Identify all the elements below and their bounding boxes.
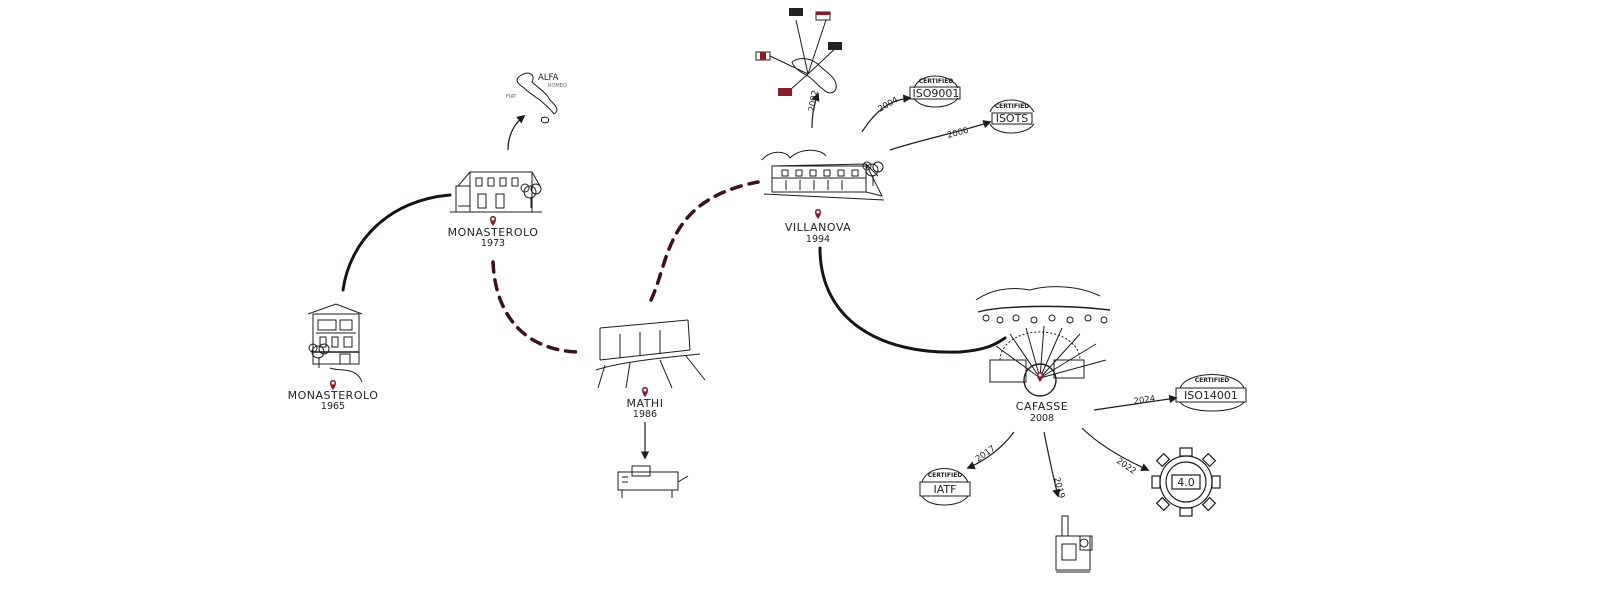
milestone-year-2004: 2004 <box>877 95 901 114</box>
cert-label-iso14001: CERTIFIED <box>1195 377 1230 384</box>
mathi-machine-sketch <box>617 465 689 498</box>
milestone-year-2017: 2017 <box>974 444 997 465</box>
certificate-seal-iso14001: CERTIFIED ISO14001 <box>1175 374 1247 412</box>
arrow-villanova-to-world <box>811 92 820 129</box>
route-1965-to-1973 <box>341 193 452 292</box>
gear-icon: 4.0 <box>1151 447 1221 517</box>
site-year-mathi: 1986 <box>633 409 657 420</box>
arrow-1973-to-italy <box>507 114 526 151</box>
site-name-mathi: MATHI <box>627 397 664 410</box>
milestone-year-2024: 2024 <box>1133 394 1156 407</box>
site-year-cafasse: 2008 <box>1030 413 1054 424</box>
route-1973-to-mathi <box>491 260 580 354</box>
location-pin-icon <box>490 216 496 226</box>
milestone-year-2022: 2022 <box>1114 456 1137 477</box>
route-villanova-to-cafasse <box>818 246 1007 354</box>
arrow-to-iso14001 <box>1093 394 1178 411</box>
italy-alfa-text: ALFA <box>538 73 559 83</box>
italy-map-sketch: ALFA ROMEO FIAT <box>506 72 567 124</box>
location-pin-icon <box>815 209 821 219</box>
site-year-villanova: 1994 <box>806 234 830 245</box>
italy-romeo-text: ROMEO <box>548 83 567 89</box>
cert-standard-iso9001: ISO9001 <box>913 87 960 100</box>
arrow-to-iatf <box>966 431 1015 470</box>
milestone-year-2002: 2002 <box>807 89 821 112</box>
certificate-seal-iatf: CERTIFIED IATF <box>919 468 971 506</box>
cert-label-isots: CERTIFIED <box>995 103 1030 110</box>
cert-standard-iso14001: ISO14001 <box>1184 389 1238 402</box>
site-name-cafasse: CAFASSE <box>1016 400 1068 413</box>
arrow-to-isots <box>889 120 992 151</box>
site-name-monasterolo-1965: MONASTEROLO <box>288 389 379 402</box>
arrow-to-industry40 <box>1081 427 1150 472</box>
monasterolo-1965-building <box>307 303 363 383</box>
cert-label-iso9001: CERTIFIED <box>919 78 954 85</box>
site-name-villanova: VILLANOVA <box>785 221 851 234</box>
location-pin-icon <box>1037 372 1043 382</box>
cert-standard-isots: ISOTS <box>996 112 1029 125</box>
certificate-seal-isots: CERTIFIED ISOTS <box>989 99 1035 134</box>
flag-icon <box>755 8 842 96</box>
industry40-label: 4.0 <box>1177 476 1195 489</box>
mathi-building <box>595 319 706 389</box>
villanova-building <box>761 149 885 201</box>
cert-label-iatf: CERTIFIED <box>928 472 963 479</box>
milestone-year-2019: 2019 <box>1051 476 1066 499</box>
arrow-to-2019-machine <box>1043 431 1061 498</box>
cafasse-site-sketch <box>975 286 1111 397</box>
italy-fiat-text: FIAT <box>506 94 517 100</box>
site-year-monasterolo-1973: 1973 <box>481 238 505 249</box>
milestone-year-2006: 2006 <box>946 126 969 141</box>
site-year-monasterolo-1965: 1965 <box>321 401 345 412</box>
site-name-monasterolo-1973: MONASTEROLO <box>448 226 539 239</box>
location-pin-icon <box>642 387 648 397</box>
cert-standard-iatf: IATF <box>934 483 957 496</box>
certificate-seal-iso9001: CERTIFIED ISO9001 <box>909 75 961 108</box>
cafasse-machine-sketch <box>1055 515 1093 573</box>
arrow-to-iso9001 <box>861 94 912 133</box>
monasterolo-1973-building <box>450 171 542 213</box>
route-mathi-to-villanova <box>649 180 760 302</box>
world-export-sketch <box>755 8 842 96</box>
